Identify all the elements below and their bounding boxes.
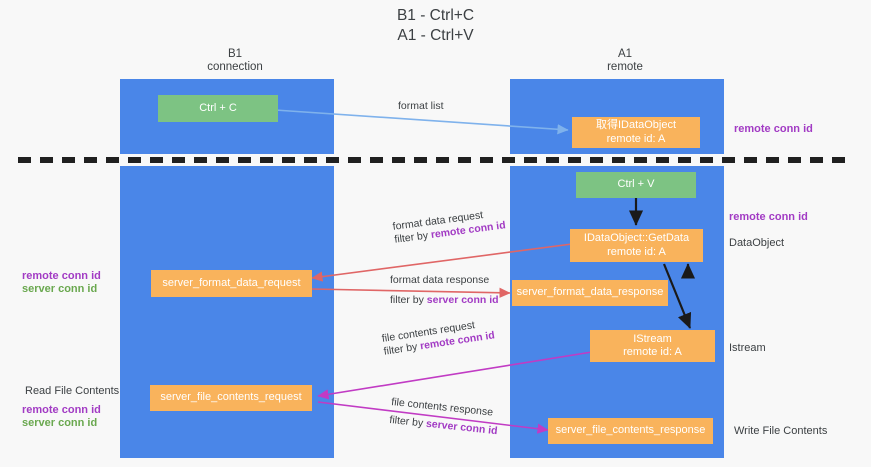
annotation-right-remote-mid: remote conn id xyxy=(729,211,808,223)
fmt-res-filter-key: server conn id xyxy=(426,294,499,306)
wire-label-file-contents-response: file contents response filter by server … xyxy=(389,396,500,438)
annotation-left-server-conn-2: server conn id xyxy=(22,417,98,429)
node-getdata[interactable]: IDataObject::GetData remote id: A xyxy=(570,229,703,262)
wire-label-format-data-response: format data response filter by server co… xyxy=(390,274,499,307)
lane-header-b1: B1 connection xyxy=(207,48,263,73)
node-fmt-request-label: server_format_data_request xyxy=(162,276,301,289)
node-ctrl-c[interactable]: Ctrl + C xyxy=(158,95,278,122)
wire-label-fmt-res-line2: filter by server conn id xyxy=(390,294,499,307)
annotation-right-istream: Istream xyxy=(729,342,766,354)
node-ctrl-v-line1: Ctrl + V xyxy=(617,178,655,191)
node-get-dataobject-line1: 取得IDataObject xyxy=(595,119,677,131)
node-istream-line2: remote id: A xyxy=(623,346,682,358)
node-server-format-data-response[interactable]: server_format_data_response xyxy=(512,280,668,306)
annotation-left-remote-conn-2: remote conn id xyxy=(22,404,101,416)
node-fmt-response-label: server_format_data_response xyxy=(516,286,664,299)
wire-label-fmt-res-line1: format data response xyxy=(390,274,490,286)
wire-label-format-data-request: format data request filter by remote con… xyxy=(392,206,506,246)
file-res-filter-prefix: filter by xyxy=(388,413,427,430)
node-server-file-contents-request[interactable]: server_file_contents_request xyxy=(150,385,312,411)
node-get-dataobject[interactable]: 取得IDataObject remote id: A xyxy=(572,117,700,148)
annotation-left-remote-conn: remote conn id xyxy=(22,270,101,282)
wire-label-file-contents-request: file contents request filter by remote c… xyxy=(381,316,496,358)
annotation-right-write-file: Write File Contents xyxy=(734,425,828,437)
annotation-right-remote-top: remote conn id xyxy=(734,123,813,135)
node-server-format-data-request[interactable]: server_format_data_request xyxy=(151,270,312,297)
lane-a1-bottom xyxy=(510,166,724,458)
node-getdata-line1: IDataObject::GetData xyxy=(583,232,690,244)
node-ctrl-v[interactable]: Ctrl + V xyxy=(576,172,696,198)
node-get-dataobject-line2: remote id: A xyxy=(606,132,666,145)
file-res-filter-key: server conn id xyxy=(425,417,499,438)
fmt-res-filter-prefix: filter by xyxy=(390,294,427,306)
annotation-right-dataobject: DataObject xyxy=(729,237,785,249)
annotation-left-server-conn: server conn id xyxy=(22,283,98,295)
node-file-request-label: server_file_contents_request xyxy=(160,391,302,404)
lane-header-a1: A1 remote xyxy=(607,48,643,73)
annotation-left-read-file: Read File Contents xyxy=(25,385,120,397)
lane-b1-bottom xyxy=(120,166,334,458)
node-ctrl-c-line1: Ctrl + C xyxy=(199,101,237,114)
wire-label-format-list: format list xyxy=(398,100,444,112)
node-istream[interactable]: IStream remote id: A xyxy=(590,330,715,362)
node-file-response-label: server_file_contents_response xyxy=(555,424,706,437)
node-server-file-contents-response[interactable]: server_file_contents_response xyxy=(548,418,713,444)
node-getdata-line2: remote id: A xyxy=(607,245,666,258)
node-istream-line1: IStream xyxy=(633,332,672,345)
page-title: B1 - Ctrl+C A1 - Ctrl+V xyxy=(396,7,475,44)
